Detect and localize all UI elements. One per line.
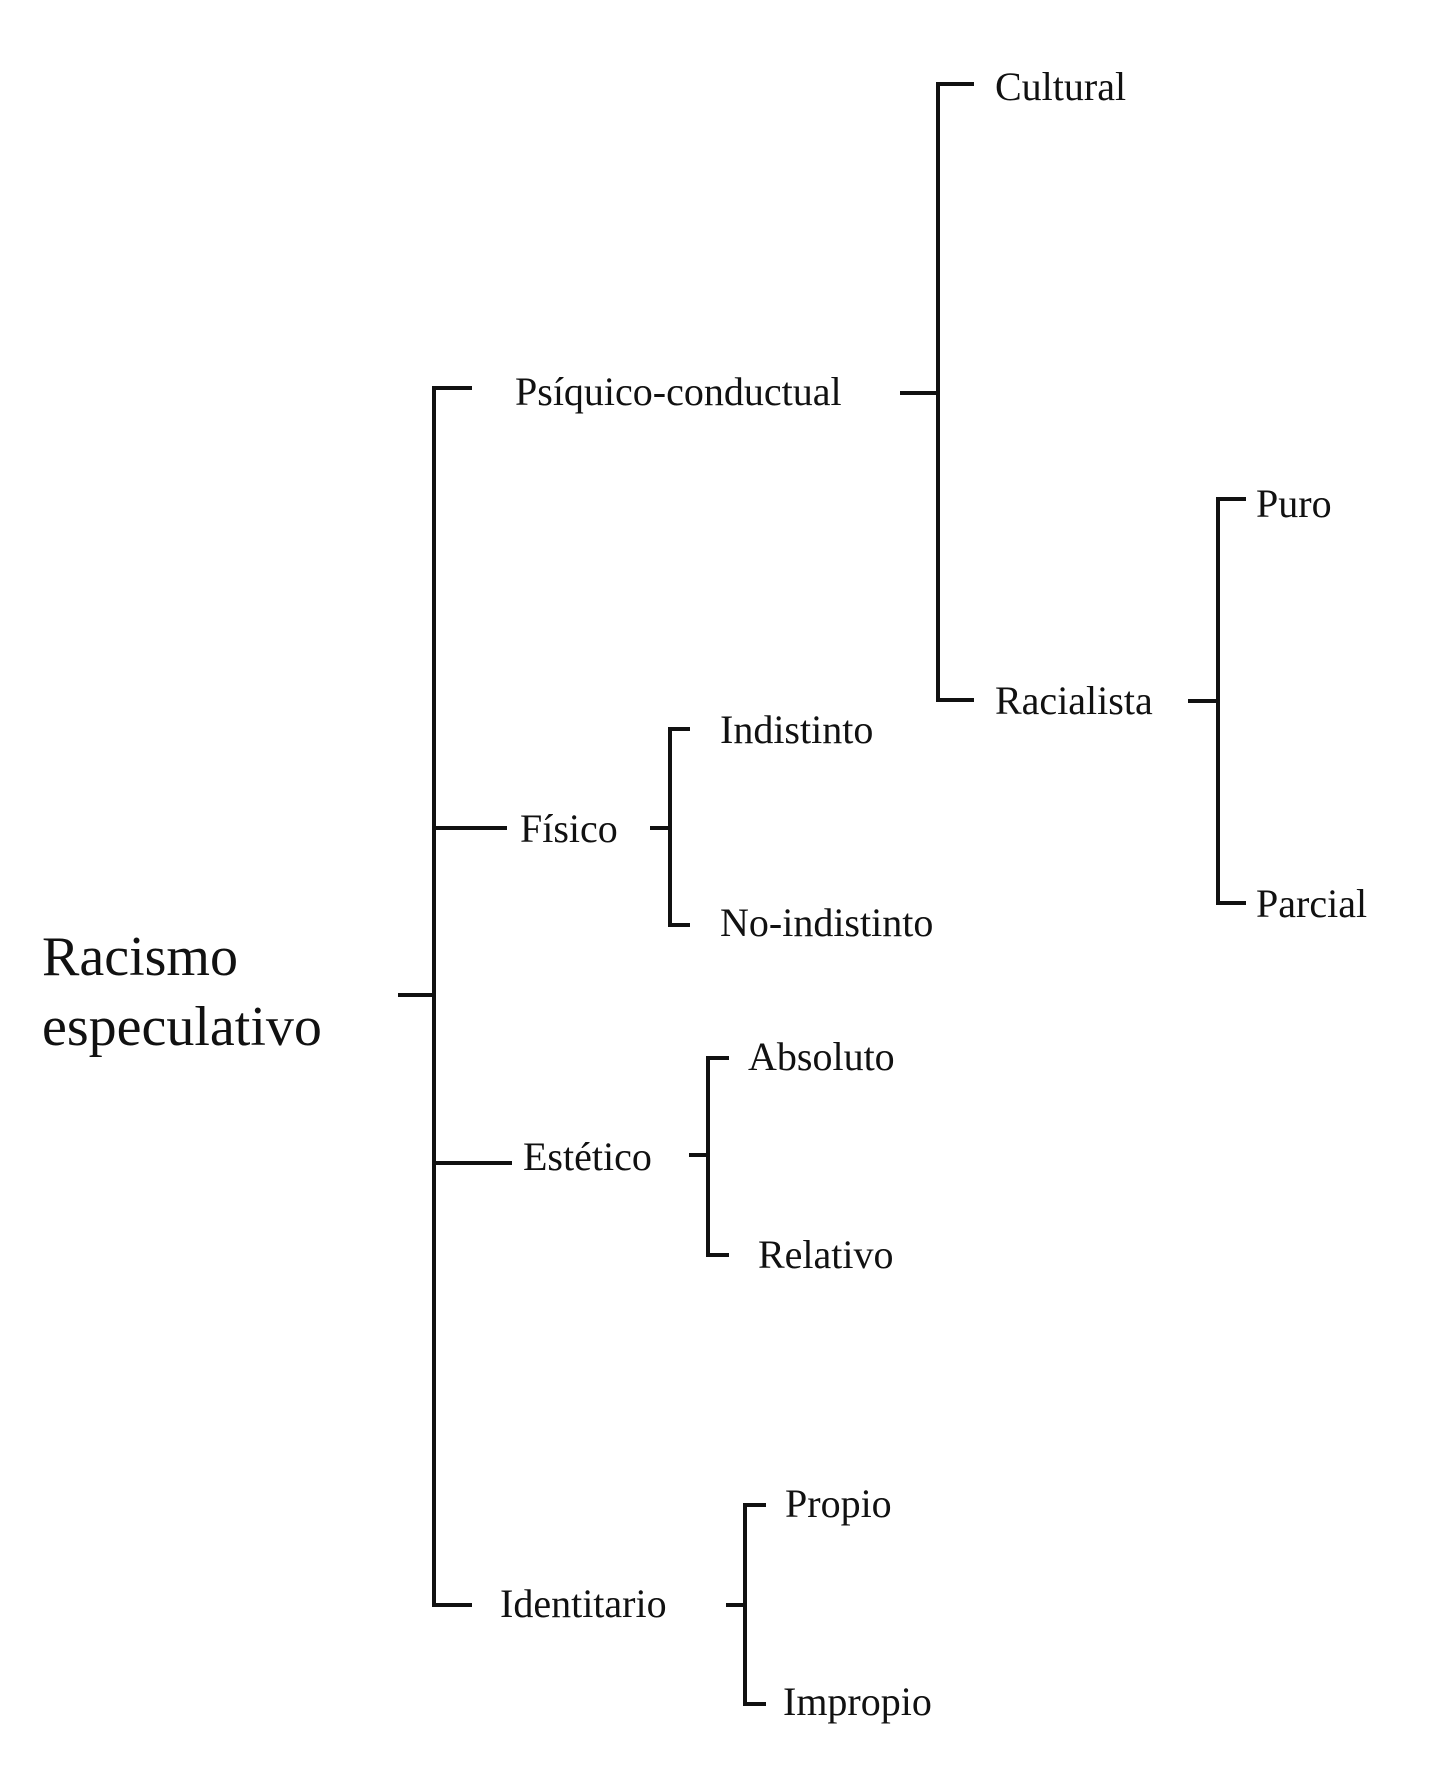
racialista-bracket bbox=[1188, 497, 1246, 905]
node-puro: Puro bbox=[1256, 481, 1332, 526]
node-identitario: Identitario bbox=[500, 1581, 667, 1626]
node-propio: Propio bbox=[785, 1481, 892, 1526]
root-bracket bbox=[398, 386, 512, 1607]
node-fisico: Físico bbox=[520, 806, 618, 851]
node-relativo: Relativo bbox=[758, 1232, 894, 1277]
node-impropio: Impropio bbox=[783, 1679, 932, 1724]
identitario-bracket bbox=[726, 1503, 766, 1706]
node-psiquico-conductual: Psíquico-conductual bbox=[515, 369, 842, 414]
node-cultural: Cultural bbox=[995, 64, 1126, 109]
node-parcial: Parcial bbox=[1256, 881, 1367, 926]
node-indistinto: Indistinto bbox=[720, 707, 873, 752]
root-label-line1: Racismo bbox=[42, 926, 238, 988]
node-estetico: Estético bbox=[523, 1134, 652, 1179]
node-absoluto: Absoluto bbox=[748, 1034, 895, 1079]
estetico-bracket bbox=[689, 1056, 729, 1257]
node-no-indistinto: No-indistinto bbox=[720, 900, 933, 945]
node-racialista: Racialista bbox=[995, 678, 1153, 723]
fisico-bracket bbox=[650, 727, 690, 927]
psiquico-bracket bbox=[900, 82, 974, 702]
root-label-line2: especulativo bbox=[42, 996, 322, 1058]
